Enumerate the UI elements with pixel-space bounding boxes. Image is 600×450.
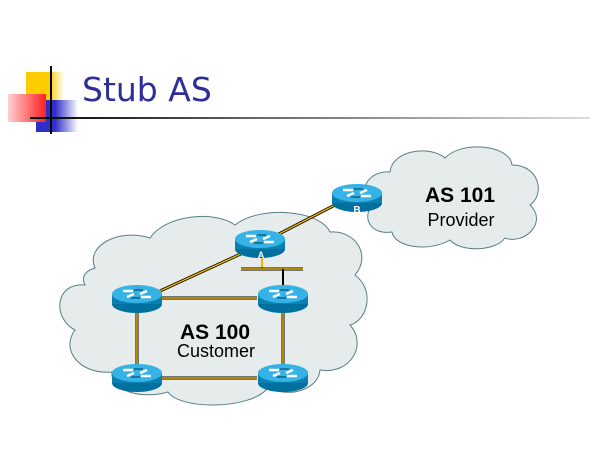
- as100-role-label: Customer: [177, 341, 255, 361]
- as101-label: AS 101: [425, 184, 495, 207]
- router-left[interactable]: [110, 283, 164, 315]
- router-bottom-left[interactable]: [110, 362, 164, 394]
- as100-cloud: [59, 211, 368, 406]
- logo-vertical-line: [50, 66, 52, 134]
- as100-label: AS 100: [180, 321, 250, 344]
- as101-role-label: Provider: [427, 210, 494, 230]
- router-b-label: B: [353, 205, 360, 216]
- router-bottom-right[interactable]: [256, 362, 310, 394]
- title-underline: [30, 117, 590, 119]
- title-logo: [0, 0, 600, 140]
- links: [135, 203, 336, 380]
- router-mid-right[interactable]: [256, 283, 310, 315]
- as101-cloud: [364, 146, 539, 250]
- router-a-label: A: [258, 250, 265, 260]
- slide-title: Stub AS: [82, 70, 212, 109]
